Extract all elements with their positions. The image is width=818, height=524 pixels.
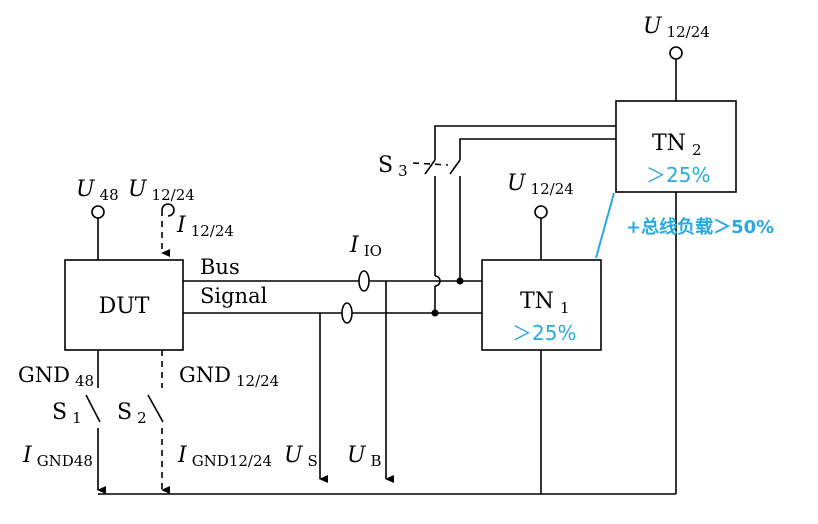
- annotation-leader: [595, 192, 615, 259]
- dut-block: [64, 259, 184, 351]
- svg-text:U12/24: U12/24: [643, 14, 710, 41]
- bus-label: Bus: [200, 255, 240, 279]
- tn2-wiring: [412, 125, 616, 317]
- tn1-load-label: ＞25%: [512, 321, 576, 345]
- tn2-load-label: ＞25%: [646, 163, 710, 187]
- probe-iio-icon: [358, 270, 370, 292]
- svg-text:U12/24: U12/24: [507, 171, 574, 198]
- svg-text:U48: U48: [76, 177, 119, 204]
- tn1-block: [481, 259, 602, 351]
- tn2-block: [615, 100, 737, 193]
- bus-load-annotation: +总线负载＞50%: [626, 216, 774, 238]
- svg-text:U12/24: U12/24: [128, 177, 195, 204]
- gnd1224-return: [147, 350, 170, 494]
- probe-signal-icon: [341, 302, 353, 324]
- dut-label: DUT: [99, 294, 150, 319]
- gnd48-return: [85, 350, 106, 494]
- signal-label: Signal: [200, 284, 268, 308]
